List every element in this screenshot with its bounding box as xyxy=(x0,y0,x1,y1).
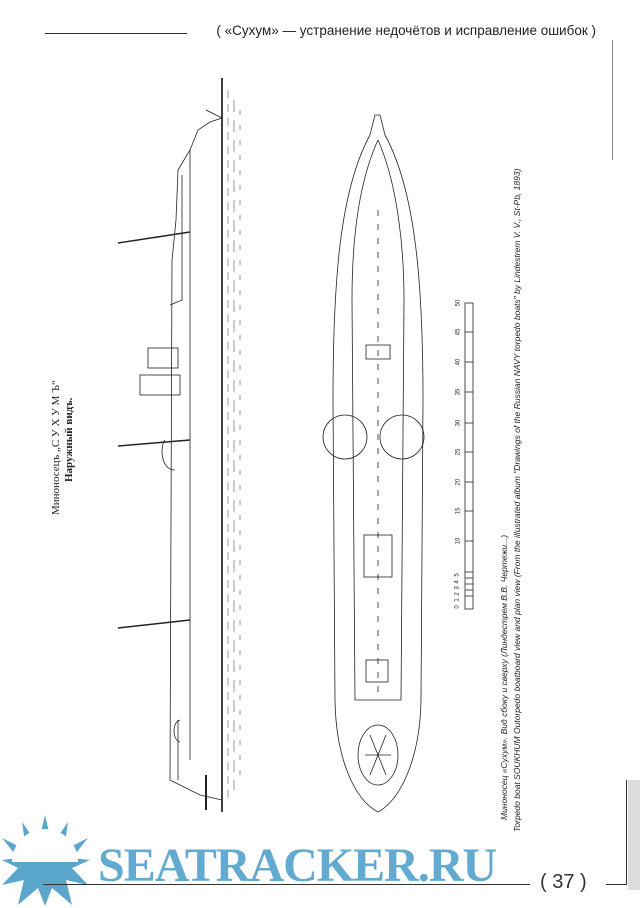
frame-rule xyxy=(626,780,627,885)
scale-label: 2 xyxy=(454,592,461,596)
page-number: ( 37 ) xyxy=(540,871,587,893)
scale-label: 4 xyxy=(454,580,461,584)
scale-label: 50 xyxy=(455,299,462,307)
page-edge xyxy=(628,780,640,890)
footer-rule xyxy=(43,884,530,885)
scale-bar xyxy=(464,302,474,610)
watermark-sun-icon xyxy=(2,815,90,906)
scale-label: 25 xyxy=(455,448,462,456)
caption-english: Torpedo boat SOUKHUM Outorpedo boatboard… xyxy=(512,168,522,832)
drawing-subtitle: Наружный видъ. xyxy=(63,397,75,482)
scale-label: 3 xyxy=(454,586,461,590)
running-header: ( «Сухум» — устранение недочётов и испра… xyxy=(216,23,596,38)
scale-label: 5 xyxy=(454,573,461,577)
scale-label: 15 xyxy=(455,507,462,515)
watermark-text: SEATRACKER.RU xyxy=(98,839,497,892)
scale-label: 35 xyxy=(455,388,462,396)
drawing-title: Миноносецъ „С У Х У М Ъ“ xyxy=(50,380,62,515)
scale-label: 0 xyxy=(454,605,461,609)
scale-label: 30 xyxy=(455,419,462,427)
water-lines xyxy=(221,78,241,812)
scale-label: 40 xyxy=(455,358,462,366)
scale-label: 45 xyxy=(455,328,462,336)
scale-label: 1 xyxy=(454,598,461,602)
plan-view xyxy=(322,114,425,813)
side-view xyxy=(117,109,223,810)
header-rule xyxy=(45,33,187,34)
scale-label: 20 xyxy=(455,478,462,486)
frame-rule xyxy=(612,40,613,160)
footer-rule xyxy=(606,884,626,885)
scale-label: 10 xyxy=(455,537,462,545)
caption-russian: Миноносец «Сухум». Вид сбоку и сверху (Л… xyxy=(499,534,509,820)
